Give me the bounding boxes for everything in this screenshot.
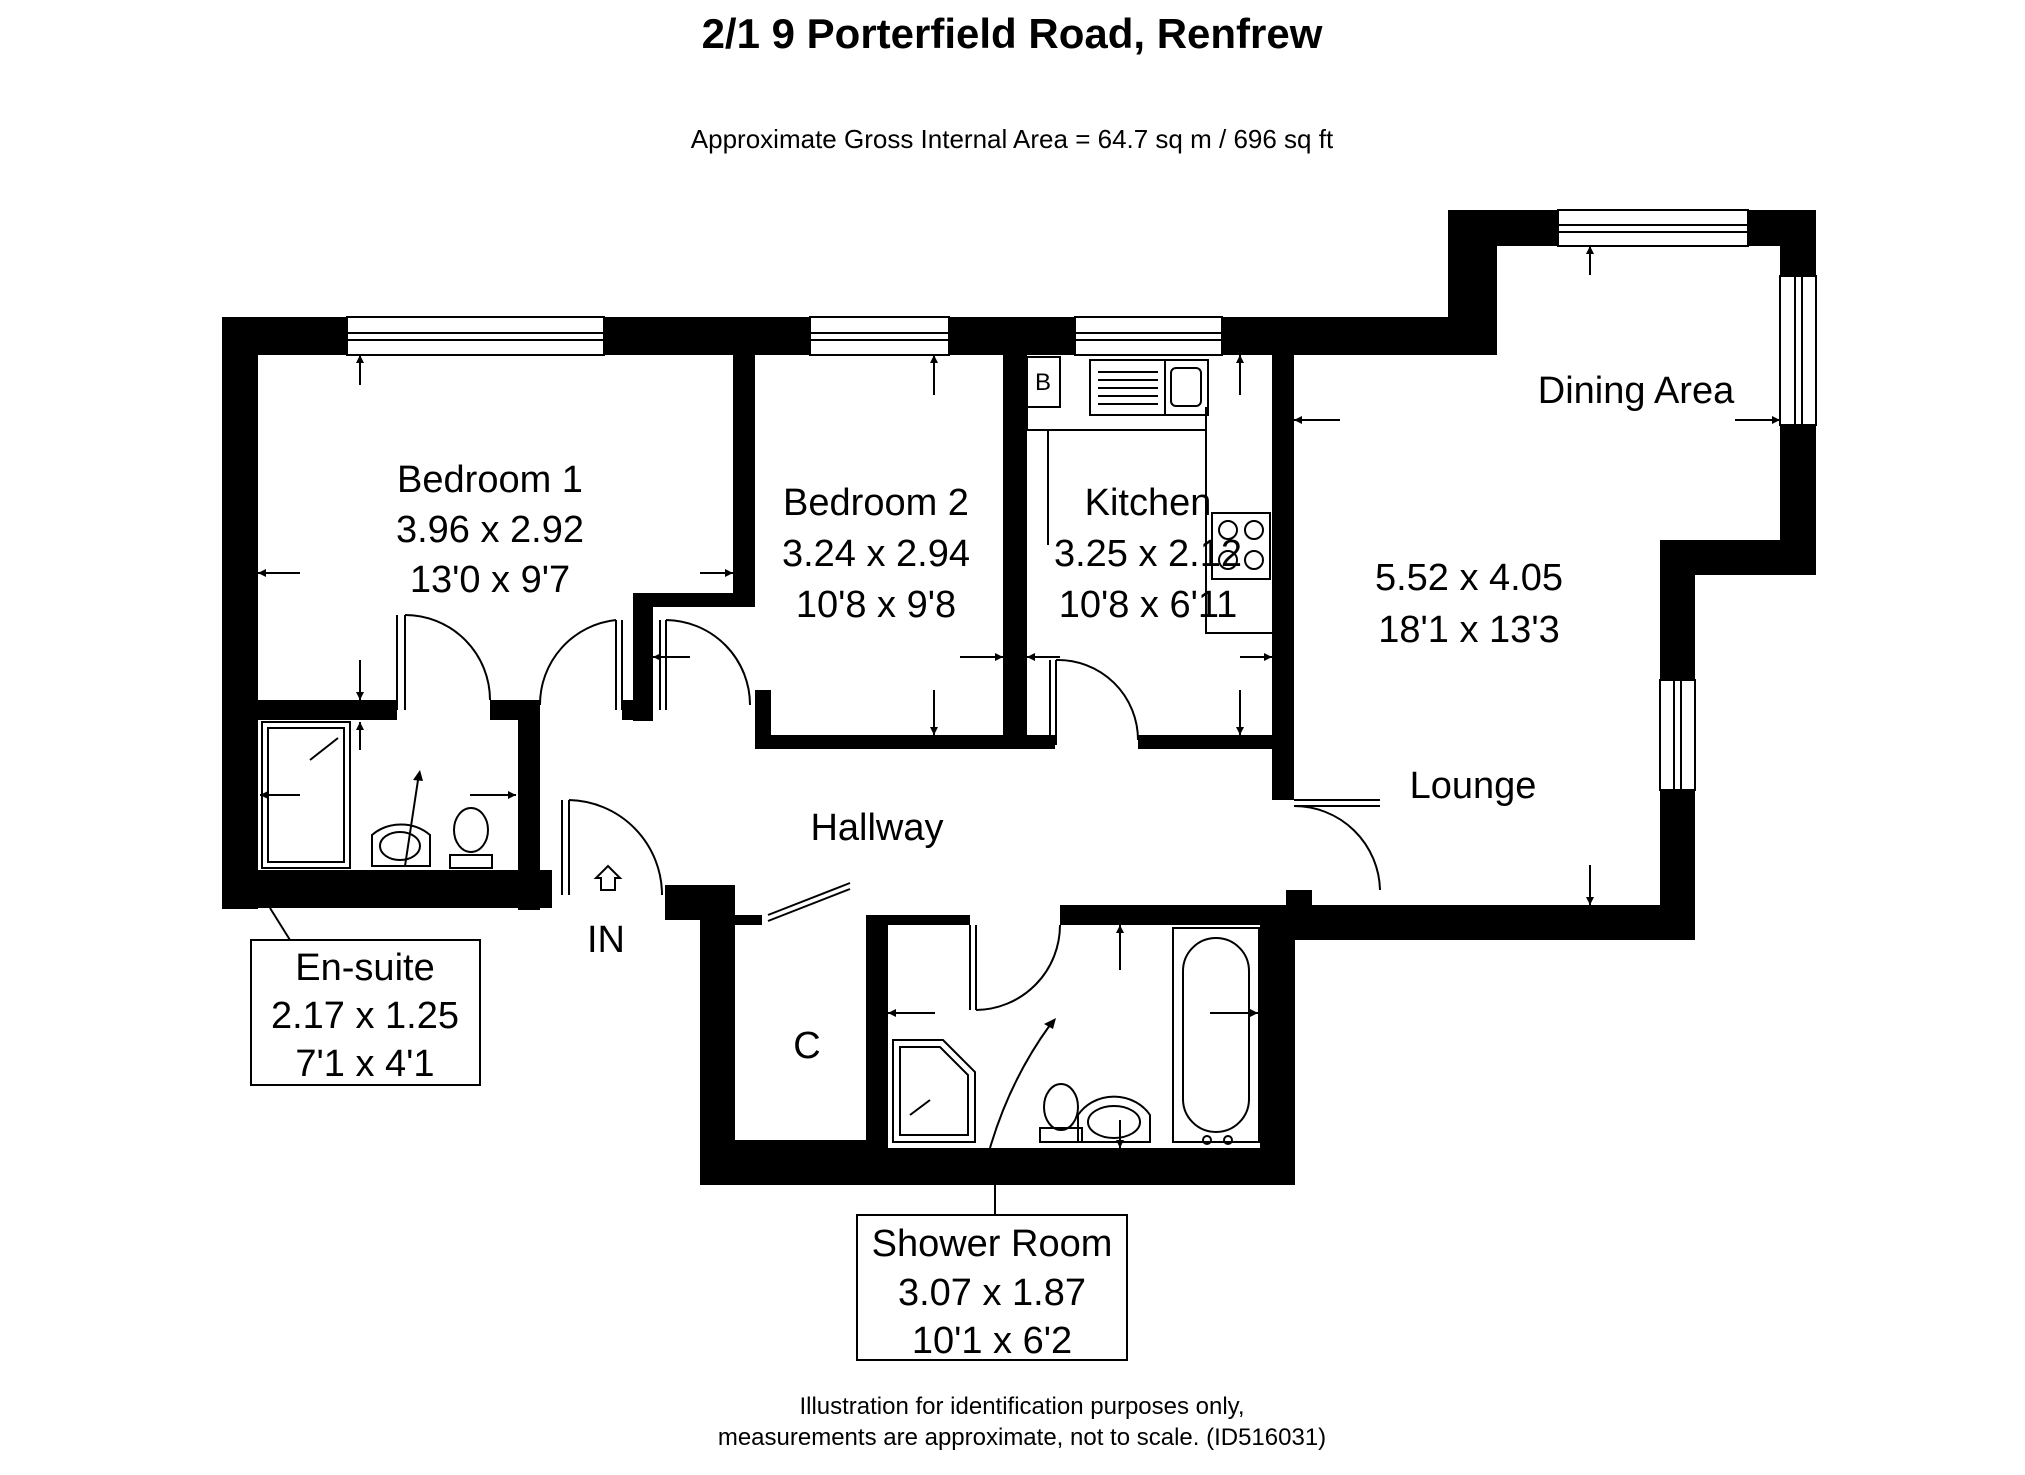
- bedroom-2-metric: 3.24 x 2.94: [782, 533, 970, 575]
- disclaimer-line-2: measurements are approximate, not to sca…: [718, 1424, 1326, 1451]
- kitchen-name: Kitchen: [1085, 482, 1212, 524]
- fixtures: B: [261, 356, 1272, 1145]
- entrance-label: IN: [587, 919, 625, 961]
- hallway-name: Hallway: [810, 807, 943, 849]
- bedroom-1-metric: 3.96 x 2.92: [396, 509, 584, 551]
- ensuite-metric: 2.17 x 1.25: [271, 995, 459, 1037]
- bedroom-1-name: Bedroom 1: [397, 459, 583, 501]
- property-title: 2/1 9 Porterfield Road, Renfrew: [702, 10, 1323, 57]
- walls: [222, 210, 1816, 1185]
- room-bedroom-1: Bedroom 1 3.96 x 2.92 13'0 x 9'7: [396, 459, 584, 601]
- kitchen-imperial: 10'8 x 6'11: [1059, 584, 1238, 626]
- bedroom-2-imperial: 10'8 x 9'8: [796, 584, 956, 626]
- gross-area-text: Approximate Gross Internal Area = 64.7 s…: [691, 124, 1334, 154]
- lounge-imperial: 18'1 x 13'3: [1378, 609, 1559, 651]
- ensuite-callout: En-suite 2.17 x 1.25 7'1 x 4'1: [250, 907, 481, 1086]
- boiler-label: B: [1035, 369, 1051, 396]
- sink-drainer-icon: [1098, 371, 1158, 405]
- shower-room-callout: Shower Room 3.07 x 1.87 10'1 x 6'2: [856, 1185, 1128, 1362]
- dimension-arrows: [258, 246, 1780, 1149]
- doors: [396, 614, 1381, 1011]
- bedroom-1-imperial: 13'0 x 9'7: [410, 559, 570, 601]
- windows: [346, 209, 1817, 791]
- room-lounge: Dining Area 5.52 x 4.05 18'1 x 13'3 Loun…: [1375, 370, 1735, 807]
- room-bedroom-2: Bedroom 2 3.24 x 2.94 10'8 x 9'8: [782, 482, 970, 626]
- disclaimer-line-1: Illustration for identification purposes…: [799, 1393, 1244, 1420]
- shower-room-imperial: 10'1 x 6'2: [912, 1320, 1072, 1362]
- ensuite-name: En-suite: [295, 947, 434, 989]
- bedroom-2-name: Bedroom 2: [783, 482, 969, 524]
- dining-area-name: Dining Area: [1538, 370, 1735, 412]
- lounge-metric: 5.52 x 4.05: [1375, 557, 1563, 599]
- shower-room-metric: 3.07 x 1.87: [898, 1272, 1086, 1314]
- kitchen-metric: 3.25 x 2.12: [1054, 533, 1242, 575]
- cupboard-label: C: [793, 1025, 820, 1067]
- room-kitchen: Kitchen 3.25 x 2.12 10'8 x 6'11: [1054, 482, 1242, 626]
- lounge-name: Lounge: [1410, 765, 1537, 807]
- shower-room-name: Shower Room: [872, 1223, 1113, 1265]
- ensuite-imperial: 7'1 x 4'1: [295, 1043, 434, 1085]
